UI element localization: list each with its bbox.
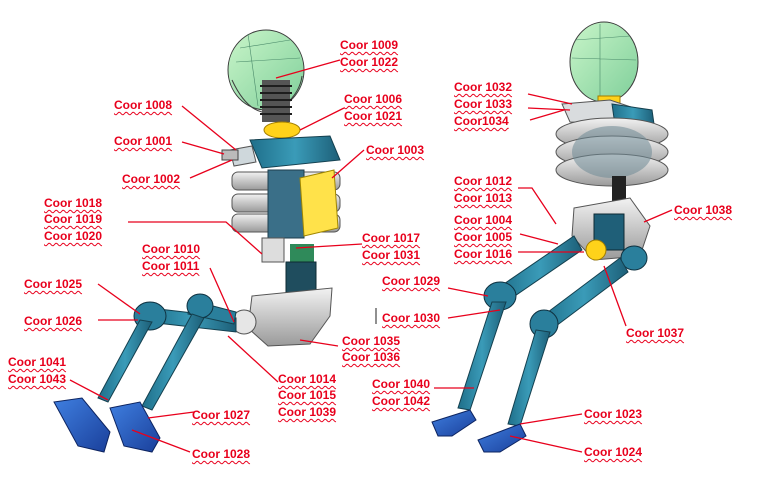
label-coor-1021: Coor 1021 <box>344 109 403 123</box>
label-coor-1004: Coor 1004 <box>454 213 513 227</box>
label-coor-1024: Coor 1024 <box>584 445 643 459</box>
label-coor-1018: Coor 1018 <box>44 196 103 210</box>
label-coor-1002: Coor 1002 <box>122 172 181 186</box>
label-coor1034: Coor1034 <box>454 114 509 128</box>
label-coor-1001: Coor 1001 <box>114 134 173 148</box>
label-coor-1026: Coor 1026 <box>24 314 83 328</box>
label-coor-1015: Coor 1015 <box>278 388 337 402</box>
label-coor-1031: Coor 1031 <box>362 248 421 262</box>
label-coor-1013: Coor 1013 <box>454 191 513 205</box>
leader-lines <box>69 59 673 453</box>
label-coor-1008: Coor 1008 <box>114 98 173 112</box>
label-coor-1028: Coor 1028 <box>192 447 251 461</box>
label-coor-1039: Coor 1039 <box>278 405 337 419</box>
label-coor-1042: Coor 1042 <box>372 394 431 408</box>
label-coor-1006: Coor 1006 <box>344 92 403 106</box>
label-coor-1003: Coor 1003 <box>366 143 425 157</box>
label-coor-1025: Coor 1025 <box>24 277 83 291</box>
label-coor-1041: Coor 1041 <box>8 355 67 369</box>
label-coor-1022: Coor 1022 <box>340 55 399 69</box>
label-coor-1005: Coor 1005 <box>454 230 513 244</box>
right-head <box>569 21 639 103</box>
label-coor-1012: Coor 1012 <box>454 174 513 188</box>
right-dummy <box>431 21 669 453</box>
label-coor-1027: Coor 1027 <box>192 408 251 422</box>
label-coor-1029: Coor 1029 <box>382 274 441 288</box>
label-coor-1033: Coor 1033 <box>454 97 513 111</box>
label-coor-1032: Coor 1032 <box>454 80 513 94</box>
label-coor-1016: Coor 1016 <box>454 247 513 261</box>
label-coor-1014: Coor 1014 <box>278 372 337 386</box>
label-coor-1019: Coor 1019 <box>44 212 103 226</box>
label-coor-1010: Coor 1010 <box>142 242 201 256</box>
label-coor-1043: Coor 1043 <box>8 372 67 386</box>
label-coor-1023: Coor 1023 <box>584 407 643 421</box>
label-coor-1009: Coor 1009 <box>340 38 399 52</box>
left-dummy <box>53 29 341 453</box>
label-coor-1036: Coor 1036 <box>342 350 401 364</box>
label-coor-1017: Coor 1017 <box>362 231 421 245</box>
label-coor-1038: Coor 1038 <box>674 203 733 217</box>
label-coor-1040: Coor 1040 <box>372 377 431 391</box>
label-coor-1020: Coor 1020 <box>44 229 103 243</box>
label-coor-1011: Coor 1011 <box>142 259 200 273</box>
label-coor-1035: Coor 1035 <box>342 334 401 348</box>
label-coor-1030: Coor 1030 <box>382 311 441 325</box>
label-coor-1037: Coor 1037 <box>626 326 685 340</box>
